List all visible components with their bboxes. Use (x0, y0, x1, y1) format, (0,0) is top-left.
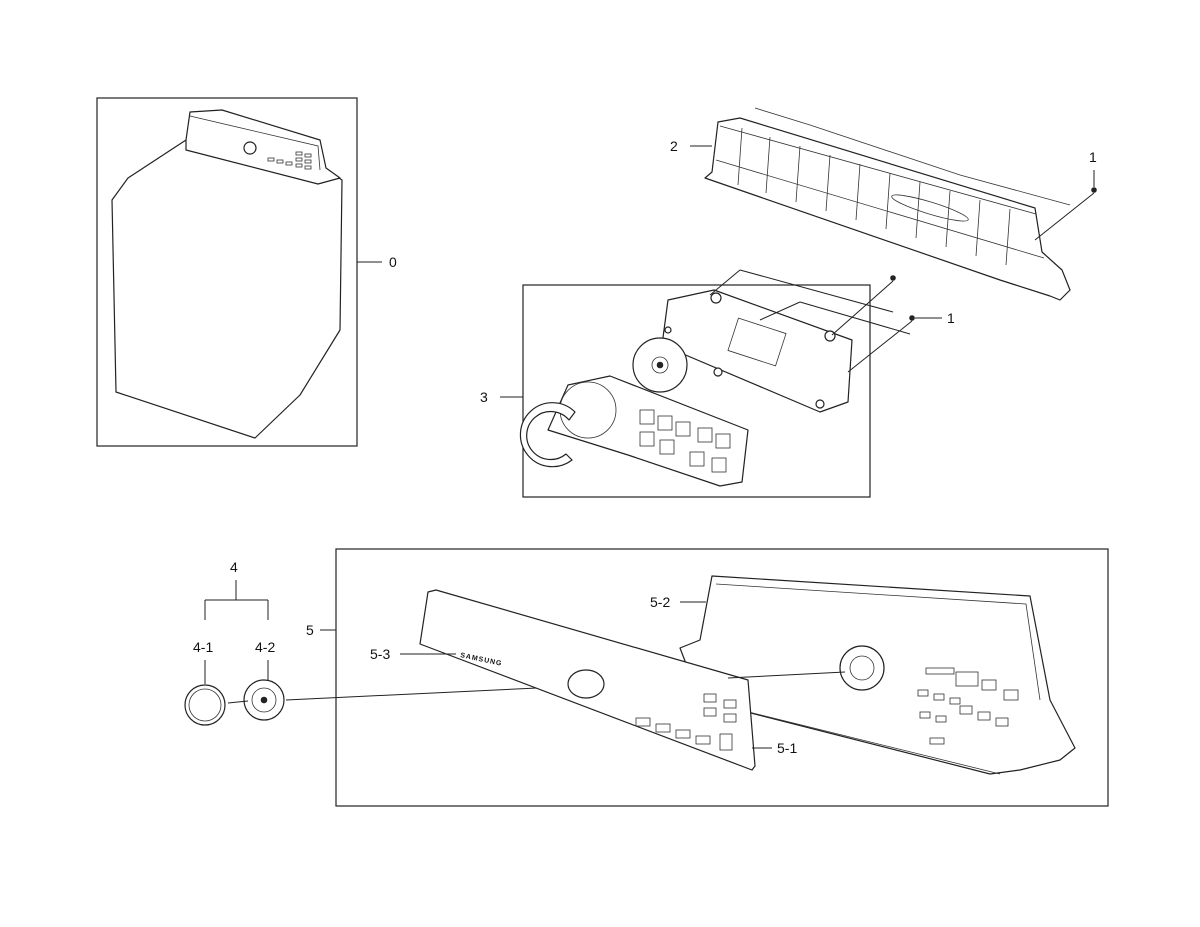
screw-1-a (890, 275, 896, 281)
knob-cap (184, 684, 226, 726)
callout-4-2: 4-2 (255, 639, 275, 655)
pcb-power-board (547, 375, 749, 487)
pcb-ring-connector (519, 402, 576, 468)
callout-1-mid: 1 (947, 310, 955, 326)
assembly-0-group: 0 (96, 97, 397, 447)
knob-4-group: 4 4-1 4-2 (184, 559, 581, 726)
callout-4: 4 (230, 559, 238, 575)
callout-5: 5 (306, 622, 314, 638)
callout-5-2: 5-2 (650, 594, 670, 610)
callout-1-top: 1 (1089, 149, 1097, 165)
cabinet-dial (243, 141, 257, 155)
frame-slot (891, 194, 969, 222)
callout-0: 0 (389, 254, 397, 270)
housing-buttons (917, 667, 1019, 745)
pcb-3-frame (522, 284, 871, 498)
pcb-relays (639, 409, 731, 473)
assembly-0-frame (96, 97, 358, 447)
cabinet-control-panel (185, 109, 341, 185)
panel-5-frame (335, 548, 1109, 807)
callout-4-1: 4-1 (193, 639, 213, 655)
pcb-3-group: 3 1 (480, 269, 955, 498)
callout-3: 3 (480, 389, 488, 405)
pcb-main-board (661, 289, 853, 413)
screw-1-b (909, 315, 915, 321)
panel-5-group: 5 5-2 SAMSUNG (306, 548, 1109, 807)
overlay-dial-window (567, 669, 605, 699)
housing-dial-ring (839, 645, 885, 691)
cabinet-panel-buttons (267, 151, 312, 170)
callout-5-1: 5-1 (777, 740, 797, 756)
washer-cabinet-top (111, 139, 343, 439)
screw-1-top (1091, 187, 1097, 193)
frame-2-group: 2 1 (670, 107, 1097, 301)
callout-2: 2 (670, 138, 678, 154)
callout-5-3: 5-3 (370, 646, 390, 662)
overlay-buttons (635, 693, 737, 751)
